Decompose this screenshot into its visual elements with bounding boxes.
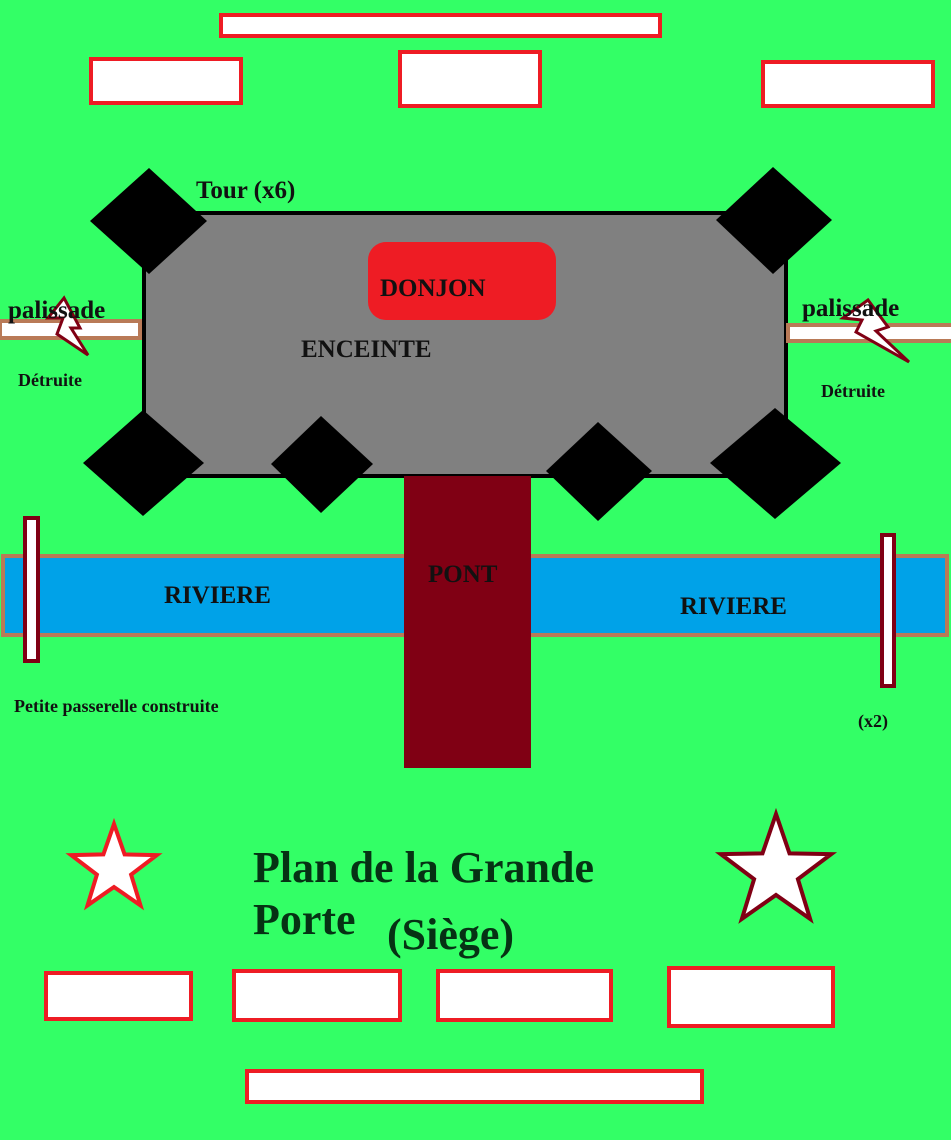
bottom-box-1: [44, 971, 193, 1021]
palisade-left-label: palissade: [8, 297, 106, 324]
destroyed-right-label: Détruite: [821, 381, 885, 401]
keep-label: DONJON: [380, 275, 486, 302]
enclosure-label: ENCEINTE: [301, 336, 432, 363]
palisade-right-label: palissade: [802, 295, 900, 322]
map-title-line-2: Porte: [253, 895, 356, 944]
lightning-icon-left: [44, 295, 90, 357]
destroyed-left-label: Détruite: [18, 370, 82, 390]
river-left-label: RIVIERE: [164, 582, 271, 609]
star-icon-right: [714, 807, 838, 924]
tower-bottom-mid-right: [546, 422, 652, 521]
keep-building: [368, 242, 556, 320]
bottom-box-3: [436, 969, 613, 1022]
tower-bottom-right: [710, 408, 841, 519]
bridge-label: PONT: [428, 561, 498, 588]
bottom-box-wide: [245, 1069, 704, 1104]
map-title-line-1: Plan de la Grande: [253, 843, 595, 892]
footbridge-label: Petite passerelle construite: [14, 696, 219, 716]
footbridge-right: [880, 533, 896, 688]
tower-label: Tour (x6): [196, 177, 296, 204]
top-box-wide: [219, 13, 662, 38]
star-icon-left: [65, 817, 163, 911]
tower-bottom-mid-left: [271, 416, 373, 513]
top-box-right: [761, 60, 935, 108]
map-title-line-3: (Siège): [387, 910, 515, 959]
top-box-center: [398, 50, 542, 108]
bridge: [404, 476, 531, 768]
lightning-icon-right: [838, 297, 911, 364]
river-right-label: RIVIERE: [680, 593, 787, 620]
bottom-box-2: [232, 969, 402, 1022]
tower-top-right: [716, 167, 832, 274]
bottom-box-4: [667, 966, 835, 1028]
tower-bottom-left: [83, 410, 204, 516]
footbridge-left: [23, 516, 40, 663]
tower-top-left: [90, 168, 207, 274]
footbridge-count-label: (x2): [858, 711, 888, 731]
top-box-left: [89, 57, 243, 105]
